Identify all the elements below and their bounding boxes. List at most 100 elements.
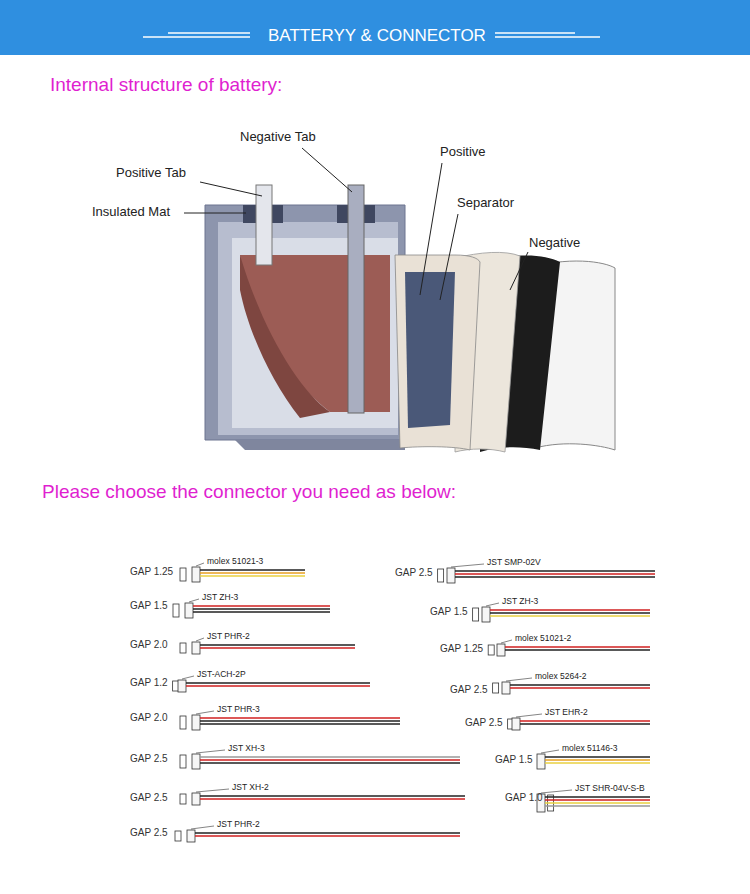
- gap-label: GAP 2.5: [130, 792, 168, 804]
- connector-housing: [192, 754, 200, 769]
- gap-label: GAP 1.5: [430, 606, 468, 618]
- wire: [490, 615, 650, 617]
- tabs: [243, 185, 375, 413]
- wire: [490, 609, 650, 611]
- pin-icon: [438, 569, 444, 582]
- wire: [545, 762, 650, 764]
- wire: [200, 756, 460, 758]
- wire: [195, 835, 460, 837]
- wire: [490, 612, 650, 614]
- leader-line: [486, 603, 499, 606]
- connector-name: JST XH-2: [232, 783, 269, 793]
- pin-icon: [488, 645, 494, 655]
- wire: [195, 832, 460, 834]
- connector-name: molex 51021-3: [207, 557, 263, 567]
- connector-name: JST PHR-3: [217, 705, 260, 715]
- wire: [200, 720, 400, 722]
- connector-name: JST PHR-2: [207, 632, 250, 642]
- leader-line: [541, 750, 559, 753]
- connector-name: molex 51146-3: [562, 744, 618, 754]
- part-name: Negative: [529, 236, 580, 251]
- connector-housing: [482, 607, 490, 622]
- leader-line: [451, 564, 484, 567]
- page-title: BATTERYY & CONNECTOR: [268, 26, 486, 46]
- leader-line: [501, 640, 512, 643]
- leader-line: [196, 789, 229, 792]
- wire: [200, 795, 465, 797]
- leader-line: [191, 826, 214, 829]
- wire: [510, 684, 650, 686]
- wire: [200, 762, 460, 764]
- leader-line: [506, 678, 532, 681]
- leader-line: [196, 638, 204, 641]
- connector-name: JST ZH-3: [502, 597, 538, 607]
- section-heading: Internal structure of battery:: [50, 74, 282, 96]
- pin-icon: [473, 608, 479, 621]
- gap-label: GAP 1.2: [130, 677, 168, 689]
- battery-case: [205, 205, 405, 450]
- pin-icon: [180, 794, 186, 804]
- wire: [200, 575, 305, 577]
- connector-housing: [497, 644, 505, 656]
- gap-label: GAP 1.25: [440, 643, 483, 655]
- wire: [545, 802, 650, 804]
- part-name: Positive Tab: [116, 166, 186, 181]
- wire: [520, 720, 650, 722]
- connector-housing: [537, 754, 545, 769]
- wire: [193, 611, 330, 613]
- gap-label: GAP 1.5: [495, 754, 533, 766]
- connector-name: JST SMP-02V: [487, 558, 541, 568]
- wire: [455, 570, 655, 572]
- wire: [200, 569, 305, 571]
- gap-label: GAP 2.0: [130, 712, 168, 724]
- connector-housing: [192, 642, 200, 654]
- wire: [520, 723, 650, 725]
- gap-label: GAP 2.5: [395, 567, 433, 579]
- wire: [193, 608, 330, 610]
- wire: [510, 687, 650, 689]
- wire: [200, 717, 400, 719]
- wire: [545, 805, 650, 807]
- gap-label: GAP 2.5: [130, 827, 168, 839]
- leader-line: [516, 714, 542, 717]
- wire: [200, 647, 355, 649]
- leader-line: [189, 599, 199, 602]
- leader-line: [196, 711, 214, 714]
- section-heading: Please choose the connector you need as …: [42, 481, 456, 503]
- pin-icon: [175, 831, 181, 841]
- connector-name: JST XH-3: [228, 744, 265, 754]
- connector-housing: [512, 718, 520, 730]
- leader-line: [541, 790, 572, 793]
- connector-name: JST PHR-2: [217, 820, 260, 830]
- gap-label: GAP 2.5: [465, 717, 503, 729]
- wire: [545, 799, 650, 801]
- wire: [193, 605, 330, 607]
- part-name: Positive: [440, 145, 486, 160]
- gap-label: GAP 2.5: [450, 684, 488, 696]
- part-name: Negative Tab: [240, 130, 316, 145]
- wire: [200, 798, 465, 800]
- connector-housing: [192, 715, 200, 730]
- gap-label: GAP 2.0: [130, 639, 168, 651]
- leader-lines: [184, 148, 528, 300]
- connector-housing: [178, 680, 186, 692]
- wire: [200, 644, 355, 646]
- leader-line: [196, 750, 225, 753]
- leader-line: [182, 676, 194, 679]
- wire: [186, 682, 370, 684]
- gap-label: GAP 1.25: [130, 566, 173, 578]
- pin-icon: [180, 755, 186, 768]
- wire: [455, 576, 655, 578]
- gap-label: GAP 1.0: [505, 792, 543, 804]
- connector-housing: [185, 603, 193, 618]
- connector-housing: [502, 682, 510, 694]
- connector-housing: [187, 830, 195, 842]
- leader-line: [196, 563, 204, 566]
- pin-icon: [180, 568, 186, 581]
- connector-name: JST ZH-3: [202, 593, 238, 603]
- wire: [200, 723, 400, 725]
- wire: [505, 649, 650, 651]
- wire: [186, 685, 370, 687]
- wire: [200, 759, 460, 761]
